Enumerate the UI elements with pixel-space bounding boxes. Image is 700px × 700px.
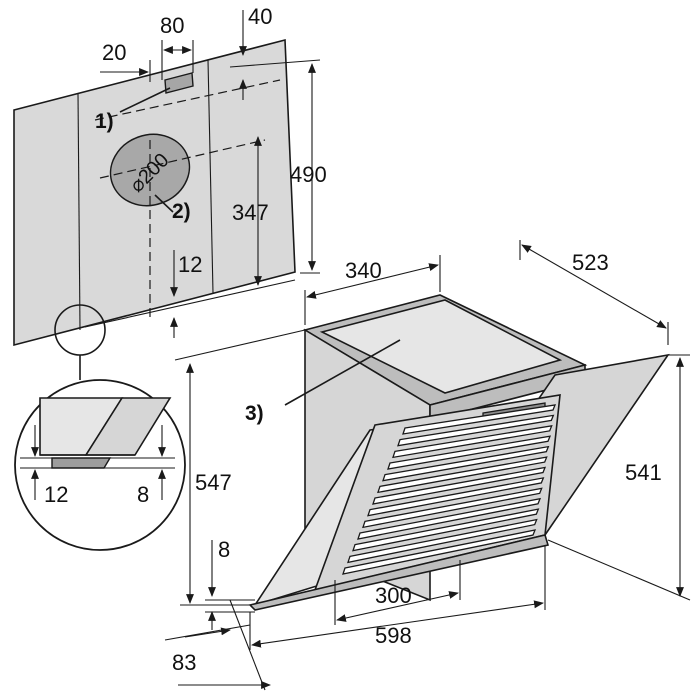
mounting-bracket <box>164 72 194 94</box>
hood-callout: 3) <box>245 339 401 425</box>
dim-523: 523 <box>572 250 609 275</box>
dim-300: 300 <box>375 583 412 608</box>
dim-340: 340 <box>345 258 382 283</box>
dim-547: 547 <box>195 470 232 495</box>
grille-slat <box>382 445 550 482</box>
grille-slat <box>362 487 543 529</box>
wall-panel <box>13 38 296 347</box>
grille-slat <box>367 477 545 517</box>
grille-slat <box>397 414 555 447</box>
dim-8-side: 8 <box>218 537 230 562</box>
grille-slat <box>347 518 538 564</box>
grille-slat <box>402 404 557 435</box>
dim-490: 490 <box>290 162 327 187</box>
dim-80: 80 <box>160 13 184 38</box>
callout-3: 3) <box>245 402 264 425</box>
wall-callouts: 1) 2) <box>95 87 191 223</box>
dim-83: 83 <box>172 650 196 675</box>
dim-12-wall: 12 <box>178 252 202 277</box>
grille-slat <box>342 529 537 575</box>
grille-slat <box>387 435 552 470</box>
dim-40: 40 <box>248 4 272 29</box>
hood-dimensions: 340 523 547 541 8 300 598 <box>164 240 691 691</box>
dim-8-detail: 8 <box>137 482 149 507</box>
dim-347: 347 <box>232 200 269 225</box>
dim-541: 541 <box>625 460 662 485</box>
callout-2: 2) <box>172 200 191 223</box>
grille-slat <box>352 508 540 552</box>
dim-20: 20 <box>102 40 126 65</box>
grille-slat <box>357 497 542 540</box>
grille-slat <box>377 456 548 494</box>
grille-slat <box>372 466 547 505</box>
dim-598: 598 <box>375 623 412 648</box>
grille-slats <box>342 404 557 575</box>
detail-magnifier: 12 8 <box>14 304 186 551</box>
dim-12-detail: 12 <box>44 482 68 507</box>
callout-1: 1) <box>95 110 114 133</box>
top-filter <box>319 299 563 394</box>
grille-slat <box>392 425 553 459</box>
